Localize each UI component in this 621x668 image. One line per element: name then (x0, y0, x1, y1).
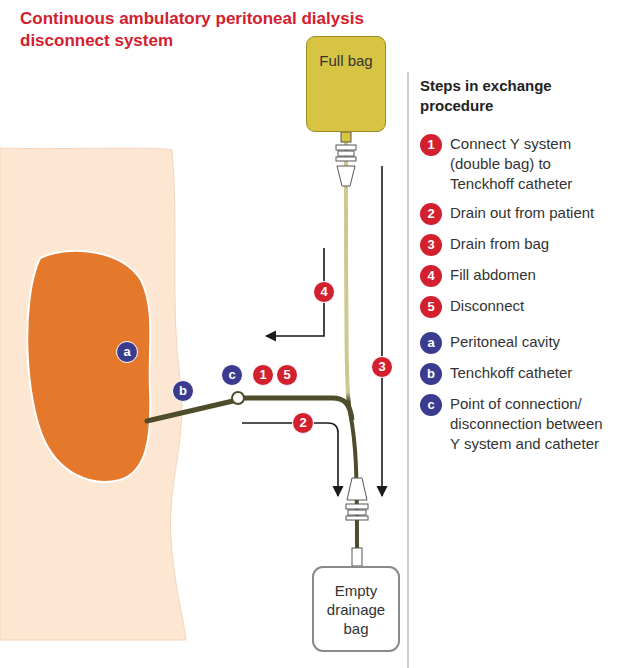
arrow-drain-bag (381, 166, 383, 496)
callout-number: a (420, 332, 442, 354)
arrow-drain-patient (242, 423, 338, 496)
callout-number: b (172, 380, 194, 402)
callout-number: b (420, 363, 442, 385)
full-bag-fitting (336, 132, 356, 186)
key-text: Point of connection/ disconnection betwe… (450, 394, 614, 454)
key-text: Drain from bag (450, 234, 614, 254)
callout-number: 2 (292, 412, 314, 434)
key-text: Connect Y system (double bag) to Tenckho… (450, 134, 614, 194)
callout-number: 1 (252, 364, 274, 386)
key-text: Disconnect (450, 296, 614, 316)
callout-number: 4 (420, 265, 442, 287)
callout-number: 3 (371, 356, 393, 378)
key-row: 4 Fill abdomen (420, 265, 616, 287)
key-text: Fill abdomen (450, 265, 614, 285)
full-bag: Full bag (306, 36, 386, 132)
key-panel: Steps in exchange procedure 1 Connect Y sy… (420, 76, 616, 463)
callout-number: a (116, 341, 138, 363)
key-row: 5 Disconnect (420, 296, 616, 318)
drainage-bag: Empty drainage bag (312, 566, 400, 652)
bag-label: Empty drainage bag (318, 581, 394, 638)
callout-number: 4 (313, 281, 335, 303)
bag-label: Full bag (319, 51, 372, 70)
callout-number: 2 (420, 203, 442, 225)
callout-number: c (420, 394, 442, 416)
callout-number: 3 (420, 234, 442, 256)
drain-bag-fitting (346, 478, 368, 566)
callout-number: c (221, 364, 243, 386)
divider-line (408, 72, 409, 668)
key-row: c Point of connection/ disconnection betw… (420, 394, 616, 454)
key-row: 1 Connect Y system (double bag) to Tenckh… (420, 134, 616, 194)
callout-number: 1 (420, 134, 442, 156)
key-row: 3 Drain from bag (420, 234, 616, 256)
key-row: 2 Drain out from patient (420, 203, 616, 225)
connector-point (232, 392, 244, 404)
key-text: Tenchkoff catheter (450, 363, 614, 383)
key-row: a Peritoneal cavity (420, 332, 616, 354)
tubing (346, 132, 357, 566)
callout-number: 5 (420, 296, 442, 318)
key-heading: Steps in exchange procedure (420, 76, 590, 116)
body-outline (0, 148, 186, 640)
key-row: b Tenchkoff catheter (420, 363, 616, 385)
key-text: Peritoneal cavity (450, 332, 614, 352)
peritoneal-cavity (27, 251, 150, 482)
key-text: Drain out from patient (450, 203, 614, 223)
callout-number: 5 (276, 364, 298, 386)
catheter (147, 401, 233, 421)
